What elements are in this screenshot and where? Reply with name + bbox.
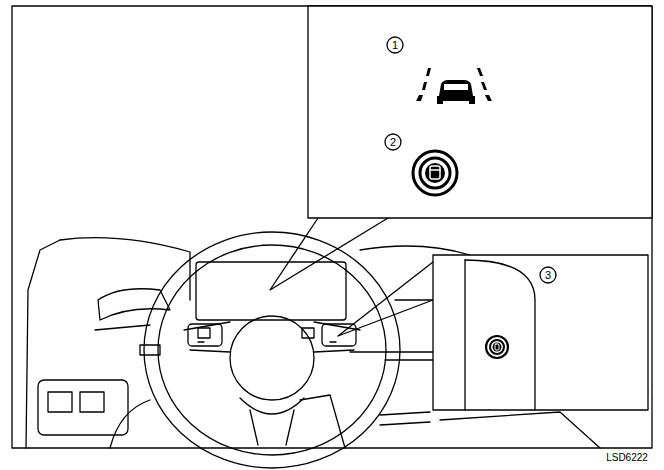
callout-number: 3 [545,270,551,281]
leader-line [338,262,433,336]
pro-pilot-icon [413,151,457,195]
pro-pilot-switch-icon [486,336,508,358]
left-switches [188,324,222,346]
callout-number: 2 [390,137,396,148]
steering-wheel [144,232,400,468]
door-switch [38,380,128,435]
callout-number: 1 [392,40,398,51]
meter-display [196,262,346,320]
callout-circle [385,134,401,150]
callout-circle [540,267,556,283]
callout-circle [387,37,403,53]
lane-keep-icon [416,68,492,104]
dashboard [26,238,648,448]
figure-code: LSD6222 [606,453,648,463]
leader-line [270,218,388,290]
frame [12,6,652,448]
switch-panel [465,260,535,410]
inset-box [433,255,648,410]
inset-box [308,6,652,218]
